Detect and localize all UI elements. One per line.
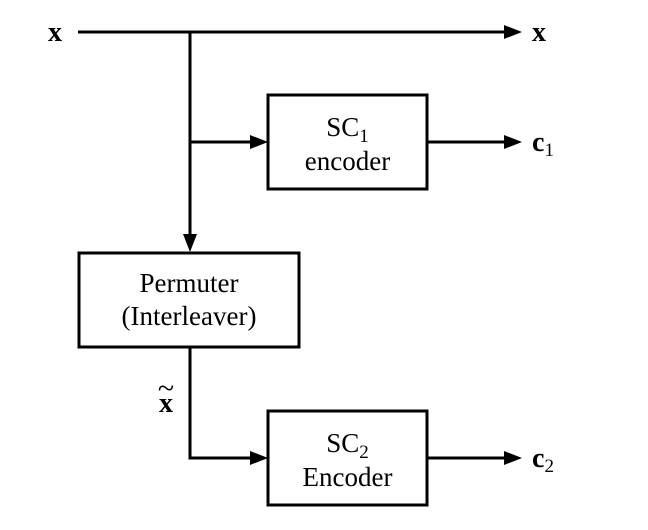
sc2-title-main: SC [326,428,359,458]
interleaver-label: (Interleaver) [122,301,257,331]
c1-sub: 1 [544,140,554,161]
sc2-label: Encoder [303,462,393,492]
c1-label: c1 [532,127,554,161]
c2-main: c [532,443,544,474]
permuter-block: Permuter (Interleaver) [77,251,301,349]
input-x-label: x [48,17,62,48]
arrowhead-x-output [504,25,522,39]
arrowhead-c1-output [504,135,522,149]
c1-main: c [532,127,544,158]
permuter-box [77,251,301,349]
output-x-label: x [532,17,546,48]
arrowhead-sc2-input [250,451,268,465]
arrowhead-sc1-input [250,135,268,149]
c2-sub: 2 [544,456,554,477]
sc2-title: SC2 [326,428,369,463]
c2-label: c2 [532,443,554,477]
sc1-encoder-block: SC1 encoder [266,93,429,191]
sc1-title-main: SC [326,112,359,142]
wire-permuter-to-sc2 [188,347,254,460]
sc2-box [266,409,429,507]
sc1-title-sub: 1 [359,126,369,147]
arrowhead-c2-output [504,451,522,465]
sc2-encoder-block: SC2 Encoder [266,409,429,507]
x-tilde-mark: ~ [158,372,174,405]
sc1-title: SC1 [326,112,369,147]
sc1-label: encoder [305,146,390,176]
x-tilde-letter: x [159,388,173,419]
sc1-box [266,93,429,191]
permuter-label: Permuter [140,268,239,298]
arrowhead-permuter-input [183,234,197,252]
x-tilde-label: ~ x [158,372,174,419]
sc2-title-sub: 2 [359,442,369,463]
